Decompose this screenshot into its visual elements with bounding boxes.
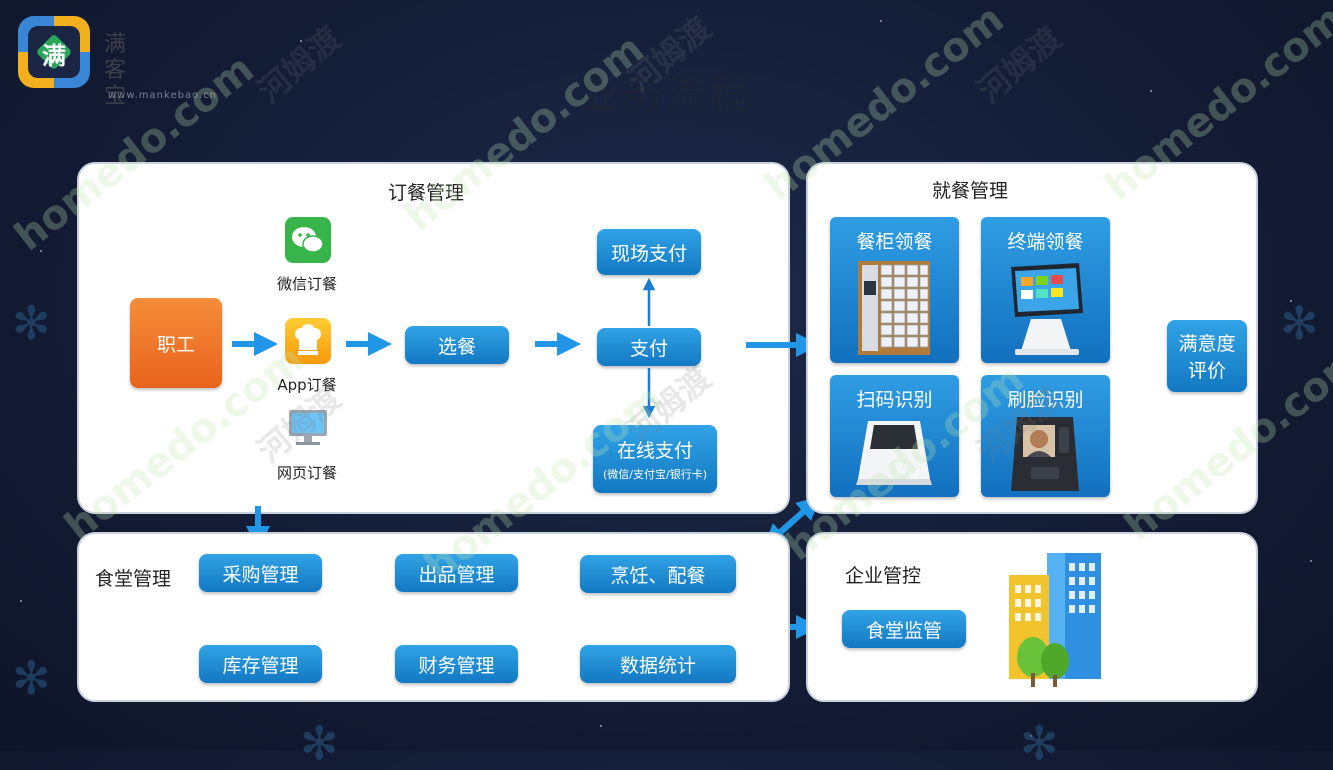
cooking-catering-button[interactable]: 烹饪、配餐: [580, 555, 736, 593]
rating-line2: 评价: [1187, 360, 1226, 382]
terminal-pickup-tile[interactable]: 终端领餐: [981, 217, 1110, 363]
snowflake-icon: ✻: [12, 296, 51, 350]
app-chef-icon: [285, 318, 331, 364]
terminal-pickup-label: 终端领餐: [1007, 231, 1084, 253]
procurement-button[interactable]: 采购管理: [199, 554, 322, 592]
canteen-title: 食堂管理: [95, 568, 172, 590]
channel-label-app: App订餐: [277, 376, 337, 394]
rating-line1: 满意度: [1178, 333, 1236, 355]
face-terminal-icon: [1011, 417, 1079, 491]
select-meal-button[interactable]: 选餐: [405, 326, 509, 364]
cabinet-pickup-label: 餐柜领餐: [856, 231, 933, 253]
cabinet-icon: [858, 261, 930, 355]
computer-icon: [286, 408, 330, 448]
online-pay-label: 在线支付: [616, 440, 693, 462]
building-icon: [1009, 553, 1101, 687]
scan-code-label: 扫码识别: [856, 389, 933, 411]
statistics-button[interactable]: 数据统计: [580, 645, 736, 683]
scanner-icon: [856, 421, 932, 485]
wechat-icon: [285, 217, 331, 263]
snowflake-icon: ✻: [1280, 296, 1319, 350]
brand-url: www.mankebao.cn: [108, 90, 218, 101]
finance-button[interactable]: 财务管理: [395, 645, 518, 683]
canteen-monitor-button[interactable]: 食堂监管: [842, 610, 966, 648]
online-pay-methods: (微信/支付宝/银行卡): [603, 468, 707, 481]
dining-title: 就餐管理: [932, 180, 1009, 202]
employee-box[interactable]: 职工: [130, 298, 222, 388]
cabinet-pickup-tile[interactable]: 餐柜领餐: [830, 217, 959, 363]
face-recognition-label: 刷脸识别: [1007, 389, 1084, 411]
brand-logo: 满: [18, 16, 90, 88]
scan-code-tile[interactable]: 扫码识别: [830, 375, 959, 497]
pay-button[interactable]: 支付: [597, 328, 701, 366]
channel-label-wechat: 微信订餐: [276, 275, 337, 293]
channel-label-web: 网页订餐: [276, 464, 337, 482]
enterprise-title: 企业管控: [845, 565, 922, 587]
onsite-pay-button[interactable]: 现场支付: [597, 229, 701, 275]
logo-char: 满: [42, 42, 66, 70]
output-management-button[interactable]: 出品管理: [395, 554, 518, 592]
face-recognition-tile[interactable]: 刷脸识别: [981, 375, 1110, 497]
inventory-button[interactable]: 库存管理: [199, 645, 322, 683]
snowflake-icon: ✻: [12, 651, 51, 705]
satisfaction-rating-button[interactable]: 满意度 评价: [1167, 320, 1247, 392]
page-title: 业务流程: [580, 72, 753, 118]
pos-terminal-icon: [1011, 263, 1083, 355]
brand-name: 满客宝: [104, 32, 173, 109]
ordering-title: 订餐管理: [388, 182, 465, 204]
online-pay-button[interactable]: 在线支付 (微信/支付宝/银行卡): [593, 425, 717, 493]
